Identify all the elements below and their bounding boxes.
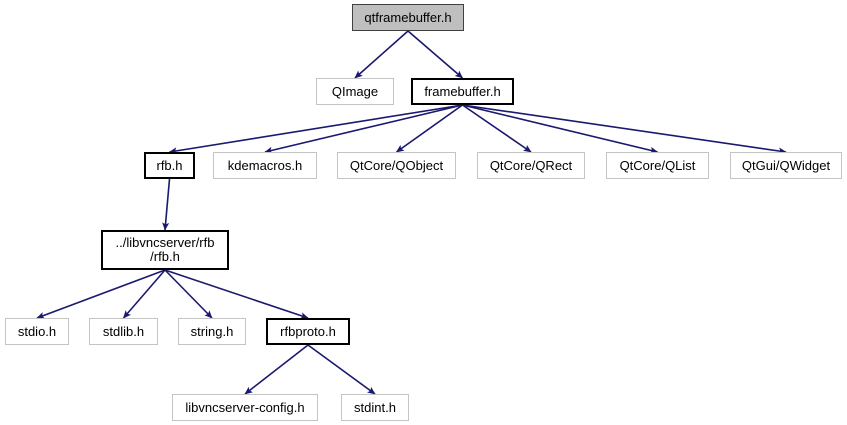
graph-node-stdint[interactable]: stdint.h [341,394,409,421]
graph-edge-framebuffer-to-kdemacros [264,104,463,154]
graph-node-qlist[interactable]: QtCore/QList [606,152,709,179]
graph-edge-libvnc_rfb-to-stdio [36,269,166,319]
graph-node-rfbproto[interactable]: rfbproto.h [266,318,350,345]
graph-node-qrect[interactable]: QtCore/QRect [477,152,585,179]
graph-edge-libvnc_rfb-to-string [164,269,213,319]
graph-node-qtframebuffer[interactable]: qtframebuffer.h [352,4,464,31]
graph-node-stdio[interactable]: stdio.h [5,318,69,345]
graph-edge-qtframebuffer-to-qimage [354,30,409,79]
graph-node-label: kdemacros.h [227,157,303,173]
graph-node-label: rfbproto.h [280,323,336,339]
graph-node-framebuffer[interactable]: framebuffer.h [411,78,514,105]
graph-edge-framebuffer-to-qobject [395,104,463,153]
graph-node-label: ../libvncserver/rfb /rfb.h [115,235,215,264]
graph-edge-libvnc_rfb-to-stdlib [122,269,166,319]
graph-node-libvnc_config[interactable]: libvncserver-config.h [172,394,318,421]
graph-node-label: QtCore/QList [619,157,696,173]
graph-edge-rfbproto-to-stdint [307,344,376,395]
graph-edge-framebuffer-to-rfb [168,104,463,155]
graph-node-label: stdint.h [354,399,396,415]
graph-edge-qtframebuffer-to-framebuffer [407,30,464,79]
graph-node-label: stdlib.h [102,323,145,339]
graph-node-label: string.h [190,323,234,339]
graph-edge-rfbproto-to-libvnc_config [244,344,309,395]
graph-node-qobject[interactable]: QtCore/QObject [337,152,456,179]
graph-node-label: stdio.h [17,323,57,339]
graph-node-qwidget[interactable]: QtGui/QWidget [730,152,842,179]
graph-node-label: QtCore/QObject [349,157,444,173]
graph-node-libvnc_rfb[interactable]: ../libvncserver/rfb /rfb.h [101,230,229,270]
graph-node-qimage[interactable]: QImage [316,78,394,105]
graph-edge-framebuffer-to-qwidget [462,104,787,155]
graph-node-label: qtframebuffer.h [364,9,452,25]
graph-node-label: rfb.h [156,157,183,173]
graph-node-string[interactable]: string.h [178,318,246,345]
graph-edge-framebuffer-to-qlist [462,104,659,154]
graph-node-stdlib[interactable]: stdlib.h [89,318,158,345]
graph-node-label: QImage [331,83,379,99]
graph-edge-libvnc_rfb-to-rfbproto [164,269,309,319]
graph-node-rfb[interactable]: rfb.h [144,152,195,179]
graph-node-label: QtGui/QWidget [741,157,831,173]
graph-node-label: QtCore/QRect [489,157,573,173]
graph-edge-rfb-to-libvnc_rfb [162,178,171,231]
graph-node-kdemacros[interactable]: kdemacros.h [213,152,317,179]
graph-edge-framebuffer-to-qrect [462,104,532,153]
graph-node-label: framebuffer.h [424,83,501,99]
graph-node-label: libvncserver-config.h [185,399,305,415]
